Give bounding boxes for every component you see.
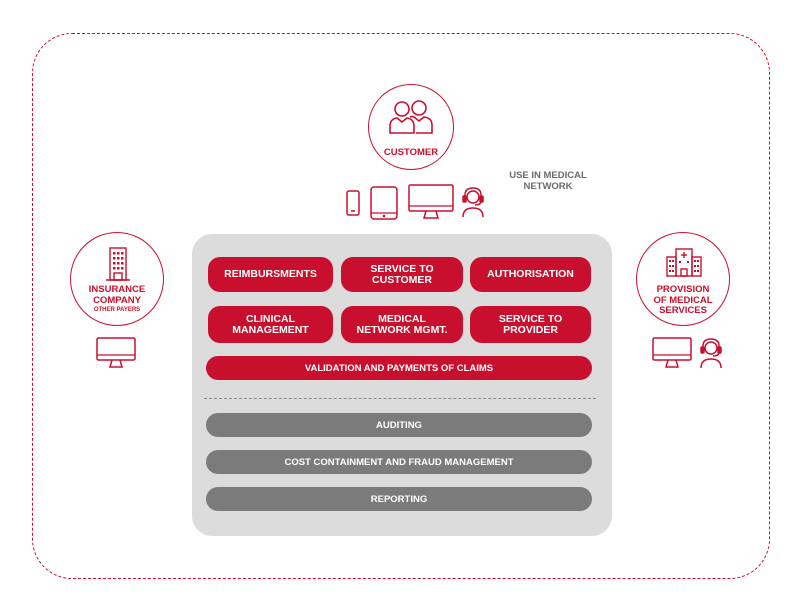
platform-boundary xyxy=(32,33,770,579)
tablet-icon xyxy=(370,186,398,220)
module-clinical-management: CLINICAL MANAGEMENT xyxy=(208,306,333,343)
section-divider xyxy=(204,398,596,399)
customer-node: CUSTOMER xyxy=(368,84,454,170)
insurance-company-sublabel: OTHER PAYERS xyxy=(93,307,141,313)
module-medical-network-mgmt: MEDICAL NETWORK MGMT. xyxy=(341,306,463,343)
insurer-desktop-icon xyxy=(96,337,136,368)
medical-provider-node: PROVISION OF MEDICAL SERVICES xyxy=(636,232,730,326)
insurance-company-label: INSURANCE COMPANY xyxy=(88,284,146,306)
network-note: USE IN MEDICAL NETWORK xyxy=(509,170,587,192)
insurance-company-node: INSURANCE COMPANY OTHER PAYERS xyxy=(70,232,164,326)
hospital-icon xyxy=(666,248,702,277)
auditing-bar: AUDITING xyxy=(206,413,592,437)
medical-provider-label: PROVISION OF MEDICAL SERVICES xyxy=(653,284,713,316)
validation-payments-bar: VALIDATION AND PAYMENTS OF CLAIMS xyxy=(206,356,592,380)
desktop-icon xyxy=(408,184,454,219)
provider-call-agent-icon xyxy=(700,338,722,369)
office-building-icon xyxy=(106,247,130,281)
module-service-to-provider: SERVICE TO PROVIDER xyxy=(470,306,591,343)
provider-desktop-icon xyxy=(652,337,692,368)
module-authorisation: AUTHORISATION xyxy=(470,257,591,292)
module-service-to-customer: SERVICE TO CUSTOMER xyxy=(341,257,463,292)
reporting-bar: REPORTING xyxy=(206,487,592,511)
customer-label: CUSTOMER xyxy=(383,147,439,158)
users-icon xyxy=(389,100,433,134)
smartphone-icon xyxy=(346,190,360,216)
module-reimbursments: REIMBURSMENTS xyxy=(208,257,333,292)
call-agent-icon xyxy=(462,187,484,218)
cost-containment-bar: COST CONTAINMENT AND FRAUD MANAGEMENT xyxy=(206,450,592,474)
